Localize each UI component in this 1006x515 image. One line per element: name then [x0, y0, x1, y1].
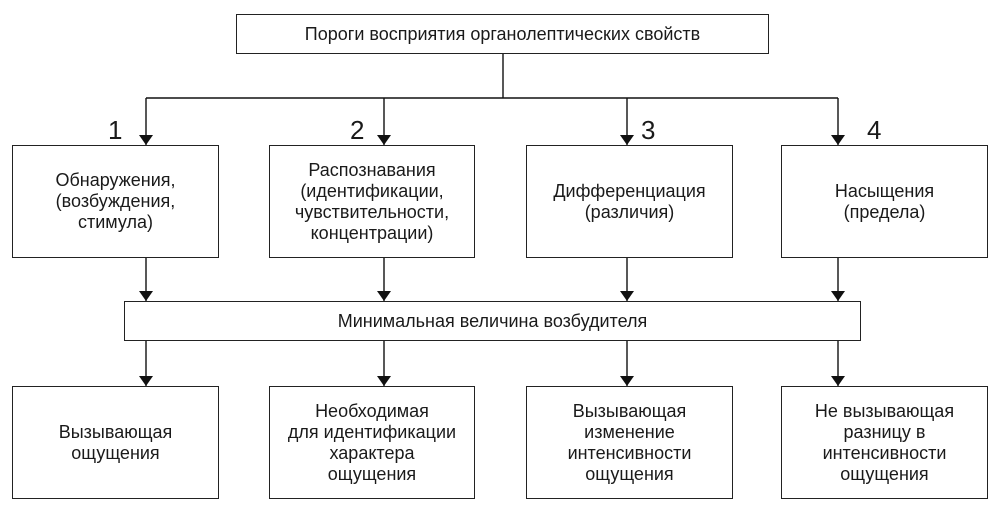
threshold-box-label: Обнаружения, (возбуждения, стимула) [55, 170, 176, 232]
result-box-label: Не вызывающая разницу в интенсивности ощ… [814, 400, 955, 484]
threshold-box-label: Распознавания (идентификации, чувствител… [294, 159, 450, 243]
column-number-4: 4 [867, 115, 882, 145]
result-box-2: Необходимая для идентификации характера … [269, 386, 475, 499]
result-box-3: Вызывающая изменение интенсивности ощуще… [526, 386, 733, 499]
result-box-4: Не вызывающая разницу в интенсивности ощ… [781, 386, 988, 499]
column-number-3: 3 [641, 115, 656, 145]
threshold-box-label: Насыщения (предела) [834, 180, 935, 222]
threshold-box-label: Дифференциация (различия) [553, 180, 706, 222]
result-box-label: Необходимая для идентификации характера … [287, 400, 457, 484]
title-text: Пороги восприятия органолептических свой… [304, 23, 701, 44]
column-number-1: 1 [108, 115, 123, 145]
threshold-box-detection: Обнаружения, (возбуждения, стимула) [12, 145, 219, 258]
threshold-box-recognition: Распознавания (идентификации, чувствител… [269, 145, 475, 258]
threshold-box-differentiation: Дифференциация (различия) [526, 145, 733, 258]
threshold-box-saturation: Насыщения (предела) [781, 145, 988, 258]
title-box: Пороги восприятия органолептических свой… [236, 14, 769, 54]
column-number-2: 2 [350, 115, 365, 145]
result-box-1: Вызывающая ощущения [12, 386, 219, 499]
result-box-label: Вызывающая изменение интенсивности ощуще… [567, 400, 692, 484]
minimal-stimulus-text: Минимальная величина возбудителя [337, 310, 648, 331]
minimal-stimulus-bar: Минимальная величина возбудителя [124, 301, 861, 341]
result-box-label: Вызывающая ощущения [58, 421, 173, 463]
